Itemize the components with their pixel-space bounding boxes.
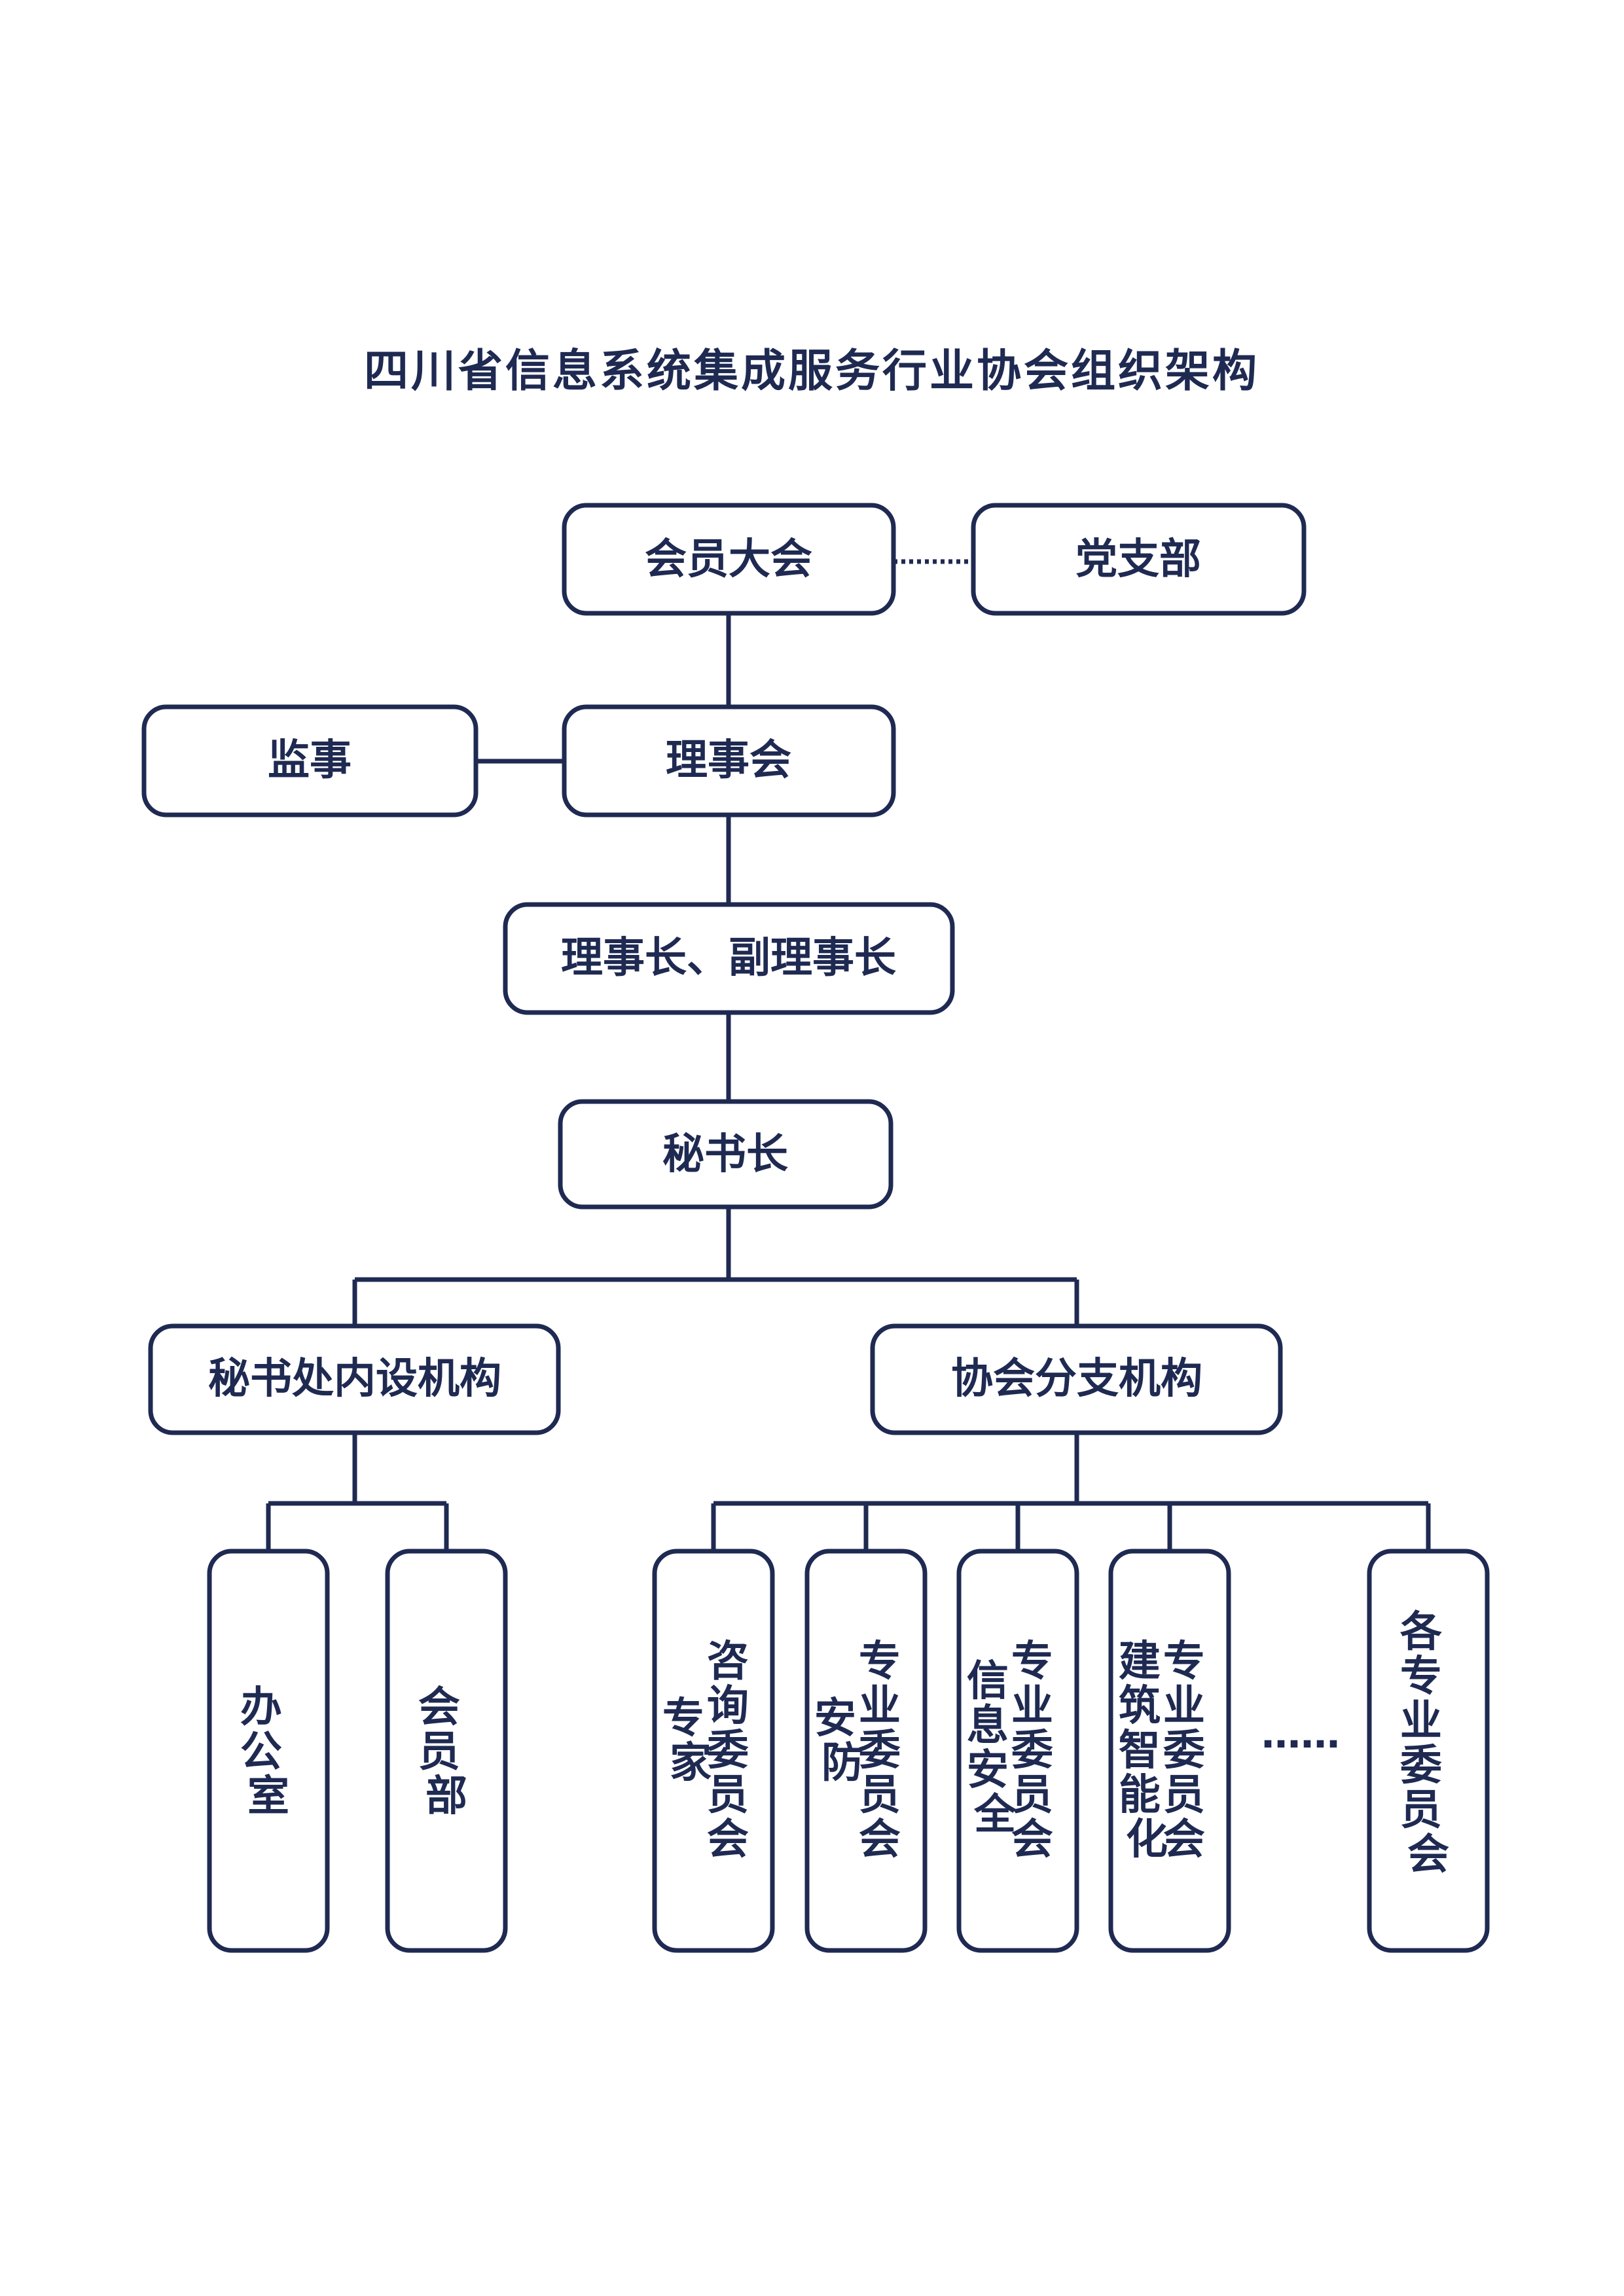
office-label: 办 公 室 <box>240 1683 297 1821</box>
intelligent-building-committee-node: 专 业 委 员 会 建 筑 智 能 化 <box>1108 1549 1231 1953</box>
supervisor-node: 监事 <box>141 704 478 817</box>
security-committee-node: 专 业 委 员 会 安 防 <box>804 1549 928 1953</box>
branches-node: 协会分支机构 <box>870 1323 1283 1435</box>
chairman-label: 理事长、副理事长 <box>561 934 896 982</box>
all-committees-label: 各 专 业 委 员 会 <box>1400 1608 1456 1879</box>
intelligent-building-committee-label: 专 业 委 员 会 建 筑 智 能 化 <box>1119 1638 1219 1864</box>
consulting-committee-label: 咨 询 委 员 会 专 家 <box>662 1638 763 1864</box>
branches-label: 协会分支机构 <box>951 1355 1202 1403</box>
secretary-general-label: 秘书长 <box>662 1130 788 1179</box>
council-label: 理事会 <box>666 736 791 785</box>
more-committees-ellipsis: …… <box>1261 1712 1340 1757</box>
infosec-committee-label: 专 业 委 员 会 信 息 安 全 <box>967 1638 1068 1864</box>
infosec-committee-node: 专 业 委 员 会 信 息 安 全 <box>956 1549 1079 1953</box>
page-title: 四川省信息系统集成服务行业协会组织架构 <box>364 346 1259 397</box>
security-committee-label: 专 业 委 员 会 安 防 <box>814 1638 915 1864</box>
consulting-committee-node: 咨 询 委 员 会 专 家 <box>652 1549 775 1953</box>
secretariat-internal-node: 秘书处内设机构 <box>148 1323 561 1435</box>
supervisor-label: 监事 <box>268 736 352 785</box>
all-committees-node: 各 专 业 委 员 会 <box>1367 1549 1490 1953</box>
membership-node: 会 员 部 <box>385 1549 508 1953</box>
connectors <box>266 559 1431 1551</box>
party-branch-node: 党支部 <box>971 503 1307 616</box>
chairman-node: 理事长、副理事长 <box>503 902 955 1015</box>
general-assembly-label: 会员大会 <box>645 535 812 584</box>
party-branch-label: 党支部 <box>1075 535 1201 584</box>
general-assembly-node: 会员大会 <box>562 503 896 616</box>
membership-label: 会 员 部 <box>418 1683 475 1821</box>
office-node: 办 公 室 <box>207 1549 330 1953</box>
secretary-general-node: 秘书长 <box>558 1099 893 1210</box>
council-node: 理事会 <box>562 704 896 817</box>
secretariat-internal-label: 秘书处内设机构 <box>208 1355 501 1403</box>
